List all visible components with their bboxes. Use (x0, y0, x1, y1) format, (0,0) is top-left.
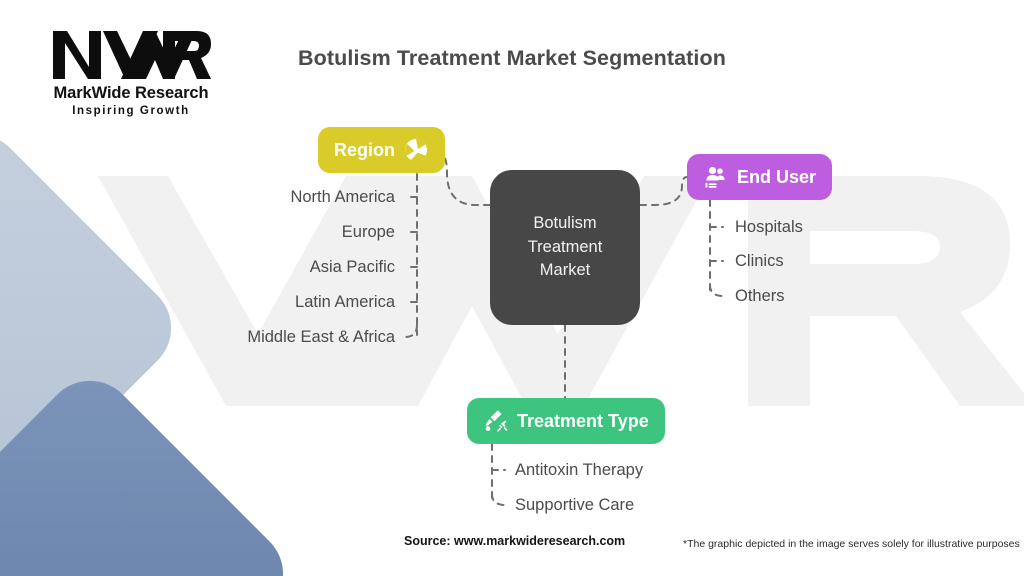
disclaimer-label: *The graphic depicted in the image serve… (683, 538, 1020, 550)
syringe-icon (483, 408, 509, 434)
branch-badge-end-user[interactable]: End User (687, 154, 833, 200)
leaf-region-middle-east-africa[interactable]: Middle East & Africa (247, 328, 395, 346)
brand-logo: MarkWide Research Inspiring Growth (33, 27, 229, 117)
leaf-region-asia-pacific[interactable]: Asia Pacific (309, 258, 395, 276)
leaf-end-user-hospitals[interactable]: Hospitals (735, 218, 803, 236)
globe-icon (403, 137, 429, 163)
region-tick-5 (404, 324, 418, 338)
leaf-treatment-supportive-care[interactable]: Supportive Care (515, 496, 635, 514)
leaf-end-user-others[interactable]: Others (735, 287, 785, 305)
center-node[interactable]: Botulism Treatment Market (490, 170, 640, 325)
treatment-tick-2 (491, 493, 506, 506)
center-node-label: Botulism Treatment Market (528, 212, 603, 282)
branch-label-end-user: End User (737, 166, 817, 187)
enduser-tick-3 (709, 284, 724, 297)
connector-center-enduser (639, 176, 688, 206)
branch-label-treatment-type: Treatment Type (517, 410, 649, 431)
leaf-region-europe[interactable]: Europe (341, 223, 395, 241)
users-icon (703, 164, 729, 190)
leaf-treatment-antitoxin-therapy[interactable]: Antitoxin Therapy (515, 461, 644, 479)
page-title: Botulism Treatment Market Segmentation (298, 46, 726, 70)
branch-badge-treatment-type[interactable]: Treatment Type (467, 398, 665, 444)
mwr-monogram-icon (53, 31, 211, 79)
leaf-end-user-clinics[interactable]: Clinics (735, 252, 784, 270)
brand-name: MarkWide Research (53, 84, 209, 102)
leaf-region-north-america[interactable]: North America (290, 188, 395, 206)
brand-tagline: Inspiring Growth (72, 105, 190, 117)
center-line-2: Treatment (527, 237, 603, 256)
leaf-region-latin-america[interactable]: Latin America (295, 293, 395, 311)
branch-label-region: Region (334, 139, 395, 160)
center-line-3: Market (539, 261, 591, 280)
source-label: Source: www.markwideresearch.com (404, 534, 626, 548)
branch-badge-region[interactable]: Region (318, 127, 445, 173)
center-line-1: Botulism (533, 214, 597, 233)
